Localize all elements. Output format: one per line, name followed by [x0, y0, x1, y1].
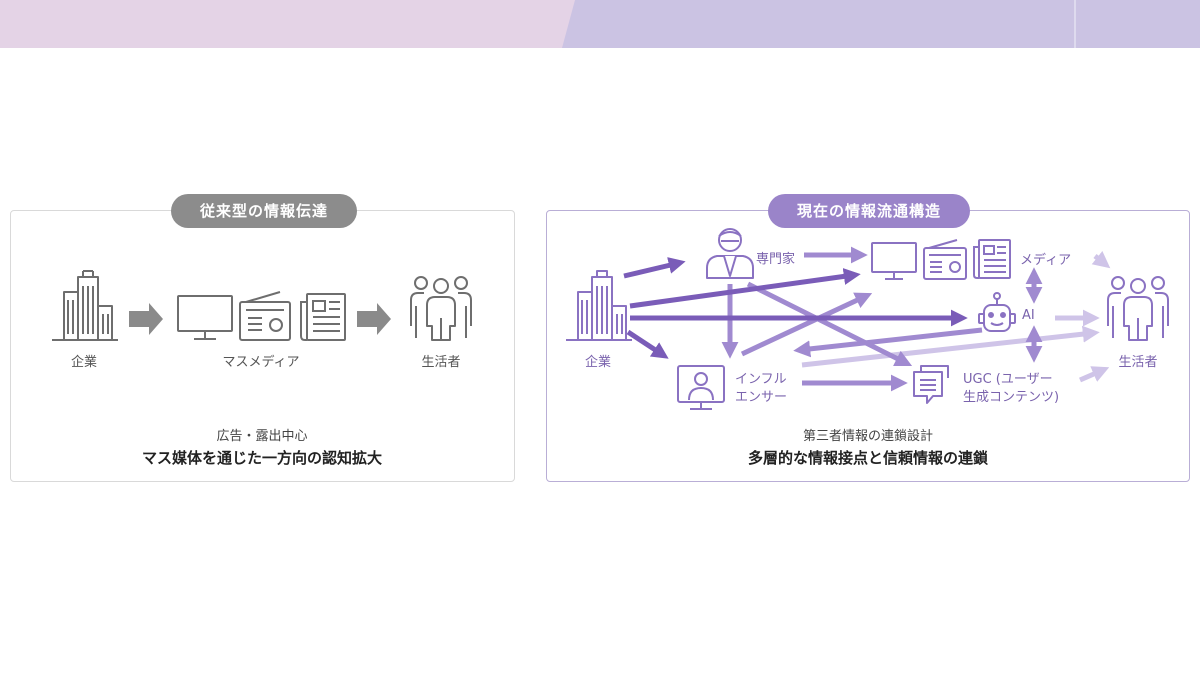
node-label-influencer-line1: インフル — [735, 372, 787, 387]
flow-arrows-dark — [623, 257, 968, 359]
robot-icon — [978, 292, 1016, 332]
monitor-icon — [177, 295, 233, 340]
node-label-consumer: 生活者 — [1118, 355, 1158, 370]
node-label-ugc-line2: 生成コンテンツ) — [963, 390, 1060, 405]
traditional-caption-sub: 広告・露出中心 — [216, 429, 308, 444]
newspaper-icon — [300, 293, 346, 341]
radio-icon — [239, 291, 291, 341]
building-icon — [52, 270, 118, 341]
monitor-icon — [871, 242, 917, 280]
node-label-consumer: 生活者 — [421, 355, 461, 370]
radio-icon — [923, 239, 967, 280]
node-label-influencer-line2: エンサー — [735, 390, 788, 405]
flow-arrows-mid — [721, 246, 1043, 392]
node-label-media: メディア — [1020, 253, 1072, 268]
influencer-icon — [677, 365, 725, 410]
expert-icon — [706, 228, 754, 279]
arrow-right-icon — [357, 303, 391, 335]
node-label-ugc-line1: UGC (ユーザー — [963, 372, 1053, 387]
traditional-flow-panel — [10, 210, 515, 482]
node-label-company: 企業 — [70, 355, 98, 370]
chat-icon — [913, 365, 949, 404]
current-flow-title: 現在の情報流通構造 — [768, 194, 970, 228]
people-icon — [410, 276, 472, 341]
arrow-right-icon — [129, 303, 163, 335]
node-label-company: 企業 — [584, 355, 612, 370]
current-caption-sub: 第三者情報の連鎖設計 — [802, 429, 934, 444]
people-icon — [1107, 276, 1169, 341]
node-label-expert: 専門家 — [756, 252, 796, 267]
node-label-ai: AI — [1022, 308, 1035, 323]
current-caption-main: 多層的な情報接点と信頼情報の連鎖 — [747, 449, 989, 467]
traditional-caption-main: マス媒体を通じた一方向の認知拡大 — [141, 449, 383, 467]
newspaper-icon — [973, 239, 1011, 279]
node-label-mass-media: マスメディア — [222, 355, 300, 370]
building-icon — [566, 270, 632, 341]
header-band — [0, 0, 1200, 48]
flow-arrows-light — [801, 250, 1111, 383]
traditional-flow-title: 従来型の情報伝達 — [171, 194, 357, 228]
